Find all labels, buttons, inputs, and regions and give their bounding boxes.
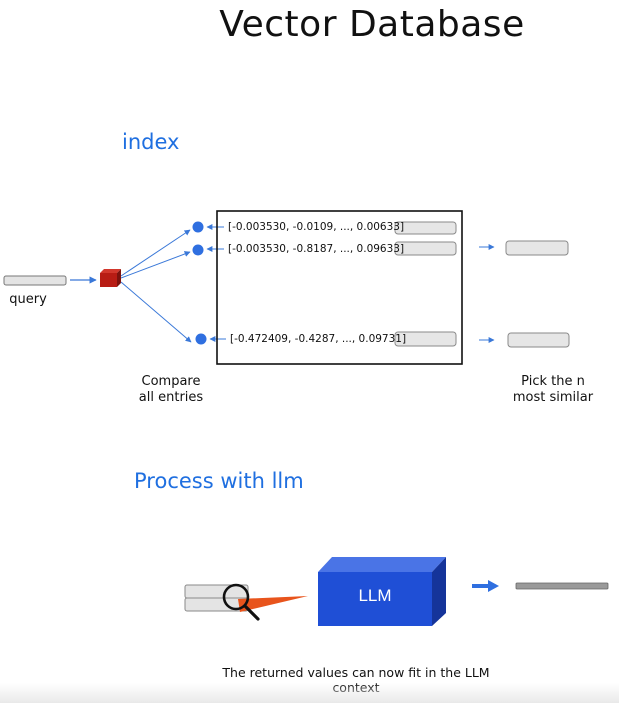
compare-label-line1: Compare — [141, 374, 201, 389]
query-label: query — [9, 292, 47, 307]
chunk-bar-1 — [394, 221, 457, 235]
compare-dot-1 — [192, 221, 204, 233]
output-arrow — [472, 580, 499, 592]
chunk-bar-2 — [394, 241, 457, 256]
llm-box — [318, 557, 446, 626]
compare-line-1 — [120, 229, 191, 277]
page-title: Vector Database — [219, 4, 525, 45]
result-bar-2 — [507, 332, 570, 348]
output-bar — [515, 582, 609, 590]
pick-label: Pick the n most similar — [505, 374, 601, 406]
compare-label-line2: all entries — [138, 390, 204, 405]
pick-label-line1: Pick the n — [521, 374, 585, 389]
vector-text-2: [-0.003530, -0.8187, ..., 0.09633] — [228, 243, 405, 255]
vector-database-box — [216, 210, 463, 365]
llm-label: LLM — [358, 586, 392, 605]
compare-label: Compare all entries — [131, 374, 211, 406]
vector-text-1: [-0.003530, -0.0109, ..., 0.00633] — [228, 221, 405, 233]
bottom-fade — [0, 683, 619, 703]
query-embedding-cube — [100, 269, 121, 287]
magnifier-icon — [222, 583, 260, 621]
compare-dot-2 — [192, 244, 204, 256]
compare-dot-3 — [195, 333, 207, 345]
result-bar-1 — [505, 240, 569, 256]
pick-label-line2: most similar — [512, 390, 594, 405]
compare-line-2 — [120, 251, 191, 279]
index-heading: index — [122, 130, 180, 154]
process-heading: Process with llm — [134, 469, 304, 493]
chunk-bar-3 — [394, 331, 457, 347]
context-bar-top — [184, 584, 249, 599]
query-bar — [3, 275, 67, 286]
orange-cone — [238, 596, 308, 612]
caption-line1: The returned values can now fit in the L… — [222, 665, 490, 680]
vector-text-3: [-0.472409, -0.4287, ..., 0.09731] — [230, 333, 407, 345]
compare-line-3 — [120, 281, 192, 343]
